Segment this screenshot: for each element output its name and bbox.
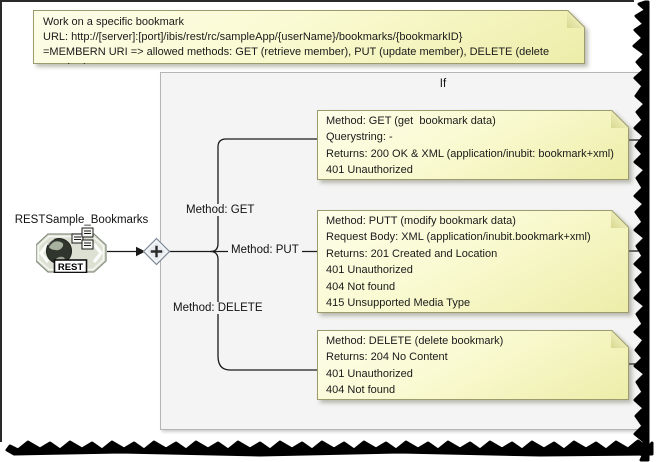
note-line: 404 Not found <box>326 384 396 397</box>
note-body: Method: PUTT (modify bookmark data) Requ… <box>317 210 629 313</box>
branch-label-put[interactable]: Method: PUT <box>228 244 302 256</box>
screenshot-border-top <box>0 0 634 2</box>
note-line: Work on a specific bookmark <box>43 16 185 28</box>
torn-edge-bottom <box>5 439 654 457</box>
note-text: Method: GET (get bookmark data) Querystr… <box>318 111 628 181</box>
svg-text:REST: REST <box>58 262 84 273</box>
source-module-label: RESTSample_Bookmarks <box>4 214 159 226</box>
note-line: 401 Unauthorized <box>326 164 413 177</box>
if-frame-label: If <box>439 78 447 90</box>
note-body: Method: GET (get bookmark data) Querystr… <box>317 110 629 180</box>
note-line: 401 Unauthorized <box>326 367 413 380</box>
note-body: Work on a specific bookmark URL: http://… <box>33 10 585 64</box>
flow-delete <box>217 355 317 371</box>
note-body: Method: DELETE (delete bookmark) Returns… <box>317 330 629 400</box>
screenshot-border-left <box>0 0 2 442</box>
note-line: Method: DELETE (delete bookmark) <box>326 335 504 347</box>
documents-icon <box>71 227 94 250</box>
note-method-put[interactable]: Method: PUTT (modify bookmark data) Requ… <box>317 210 629 313</box>
arrowhead-icon <box>136 246 146 257</box>
annotation-note-url[interactable]: Work on a specific bookmark URL: http://… <box>33 10 585 64</box>
note-text: Method: DELETE (delete bookmark) Returns… <box>318 331 628 401</box>
note-text: Work on a specific bookmark URL: http://… <box>34 11 584 80</box>
sequence-flows <box>107 138 641 371</box>
note-method-get[interactable]: Method: GET (get bookmark data) Querystr… <box>317 110 629 180</box>
note-line: Returns: 204 No Content <box>326 351 448 364</box>
branch-label-get[interactable]: Method: GET <box>183 204 258 216</box>
note-line: 415 Unsupported Media Type <box>326 297 471 310</box>
note-fold-icon <box>611 110 629 128</box>
note-text: Method: PUTT (modify bookmark data) Requ… <box>318 211 628 313</box>
note-fold-icon <box>611 210 629 228</box>
plus-gateway-icon[interactable] <box>142 237 171 266</box>
note-line: URL: http://[server]:[port]/ibis/rest/rc… <box>43 31 463 44</box>
torn-edge-right <box>632 0 650 462</box>
note-fold-icon <box>611 330 629 348</box>
note-line: Method: PUTT (modify bookmark data) <box>326 215 516 227</box>
note-line: Method: GET (get bookmark data) <box>326 115 496 127</box>
rest-connector-icon[interactable]: REST <box>36 227 108 273</box>
note-fold-icon <box>567 10 585 28</box>
note-line: 401 Unauthorized <box>326 264 413 277</box>
chevron-icons <box>38 243 104 263</box>
octagon-highlight <box>37 235 105 271</box>
rest-badge: REST <box>53 259 88 273</box>
branch-label-delete[interactable]: Method: DELETE <box>170 302 266 314</box>
note-line: Returns: 201 Created and Location <box>326 247 498 260</box>
note-line: Returns: 200 OK & XML (application/inubi… <box>326 147 614 160</box>
split-brace-top <box>210 147 219 253</box>
note-line: 404 Not found <box>326 280 396 293</box>
note-line: =MEMBERN URI => allowed methods: GET (re… <box>43 46 553 74</box>
note-method-delete[interactable]: Method: DELETE (delete bookmark) Returns… <box>317 330 629 400</box>
flow-get <box>217 138 317 148</box>
note-line: Querystring: - <box>326 131 393 144</box>
note-line: Request Body: XML (application/inubit.bo… <box>326 231 591 244</box>
